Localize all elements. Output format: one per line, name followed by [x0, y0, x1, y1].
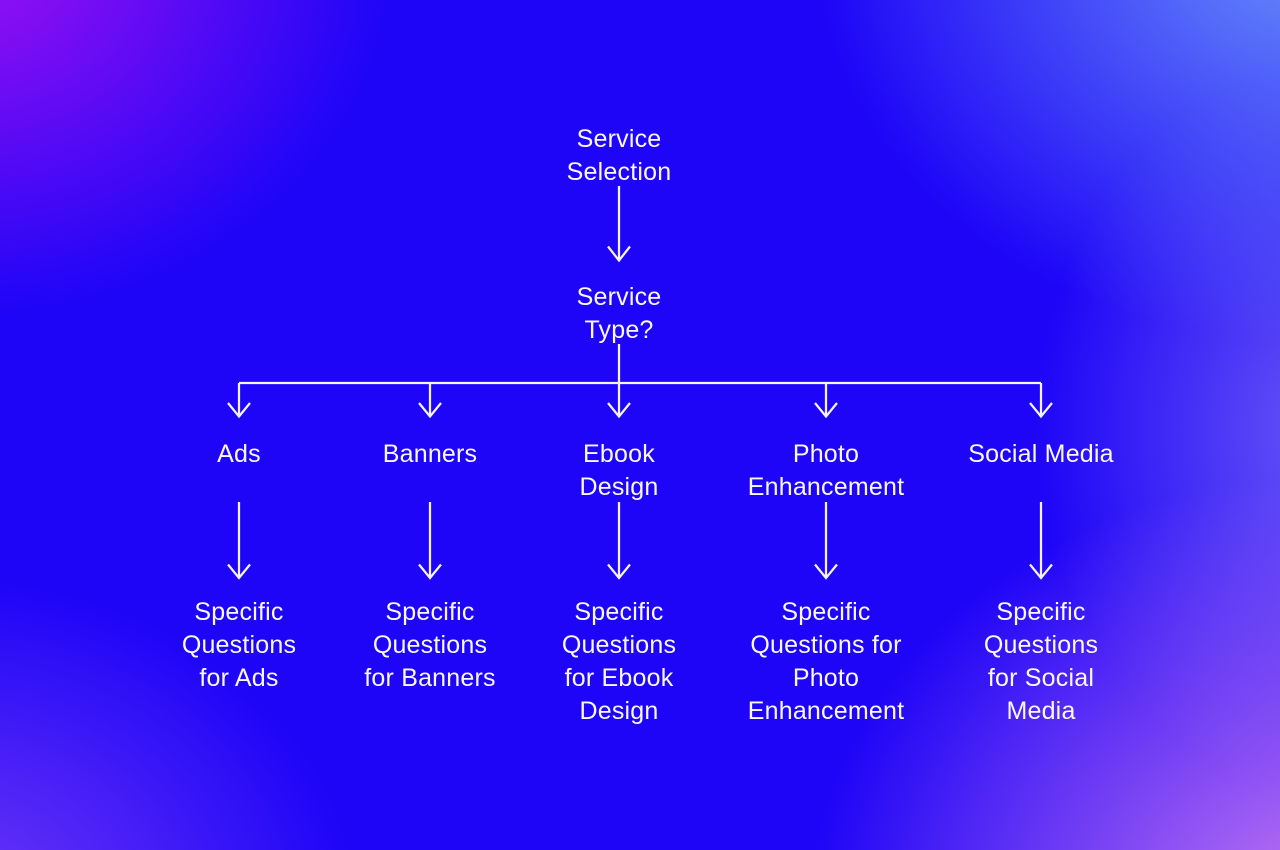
arrow-photo-to-question-head	[814, 563, 838, 580]
arrow-root-to-decision-head	[607, 245, 631, 263]
arrow-branch-photo-head	[814, 402, 838, 419]
arrow-decision-stem-head	[607, 402, 631, 419]
node-question-banners: Specific Questions for Banners	[364, 598, 496, 692]
arrow-banners-to-question-head	[418, 563, 442, 580]
node-branch-ebook-design: Ebook Design	[579, 440, 659, 501]
node-question-photo-enhancement: Specific Questions for Photo Enhancement	[747, 598, 905, 725]
arrow-ads-to-question-head	[227, 563, 251, 580]
node-service-type: Service Type?	[576, 283, 662, 344]
node-question-ads: Specific Questions for Ads	[181, 598, 297, 692]
arrow-branch-banners-head	[418, 402, 442, 419]
node-branch-ads: Ads	[217, 440, 261, 468]
arrow-branch-social-head	[1029, 402, 1053, 419]
node-branch-banners: Banners	[382, 440, 478, 468]
node-branch-photo-enhancement: Photo Enhancement	[747, 440, 905, 501]
arrow-social-to-question-head	[1029, 563, 1053, 580]
node-branch-social-media: Social Media	[968, 440, 1114, 468]
node-question-social-media: Specific Questions for Social Media	[983, 598, 1099, 725]
arrow-branch-ads-head	[227, 402, 251, 419]
node-service-selection: Service Selection	[566, 125, 672, 186]
arrow-ebook-to-question-head	[607, 563, 631, 580]
node-question-ebook-design: Specific Questions for Ebook Design	[561, 598, 677, 725]
